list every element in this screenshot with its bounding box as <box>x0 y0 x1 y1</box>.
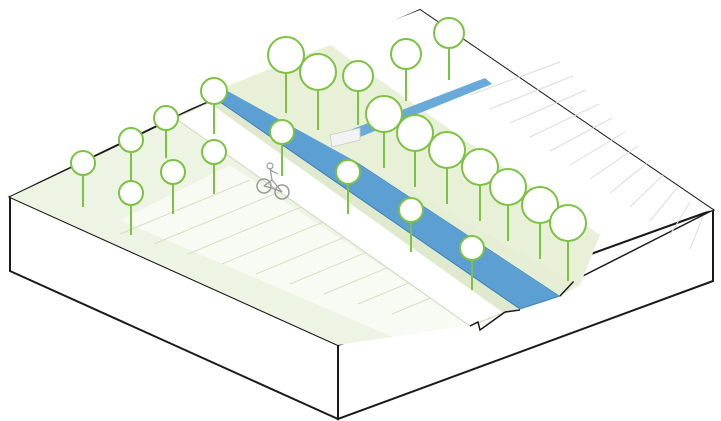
tree-icon <box>365 95 403 168</box>
field-row-line <box>489 75 574 110</box>
green-slope <box>222 45 600 285</box>
tree-icon <box>396 114 434 187</box>
tree-icon <box>269 119 295 176</box>
tree-icon <box>153 105 179 158</box>
bicycle-icon <box>256 162 290 200</box>
field-rows-right <box>469 61 704 250</box>
tree-icon <box>267 36 305 113</box>
tree-icon <box>342 60 374 125</box>
tree-icon <box>549 204 587 281</box>
tree-icon <box>70 150 96 207</box>
upper-terrace <box>222 10 713 285</box>
field-strip-left <box>120 165 470 340</box>
field-row-line <box>609 159 652 194</box>
tree-icon <box>459 235 485 290</box>
field-row-line <box>509 89 587 124</box>
left-field <box>10 112 523 345</box>
field-row-line <box>689 215 704 250</box>
tree-icon <box>521 186 559 259</box>
field-row-line <box>187 199 319 255</box>
terrace-step <box>329 127 361 148</box>
field-row-line <box>649 187 678 222</box>
tree-icon <box>118 180 144 235</box>
tree-icon <box>489 168 527 241</box>
field-row-line <box>549 117 613 152</box>
tree-icon <box>390 38 422 101</box>
tree-icon <box>398 197 424 252</box>
tree-icon <box>461 148 499 221</box>
field-row-line <box>529 103 600 138</box>
field-row-line <box>153 189 285 245</box>
tree-icon <box>201 139 227 194</box>
tree-icon <box>428 131 466 204</box>
tree-icon <box>433 17 465 80</box>
field-row-line <box>629 173 665 208</box>
field-row-line <box>669 201 691 236</box>
tree-icon <box>118 127 144 182</box>
tree-icon <box>160 159 186 214</box>
field-row-line <box>119 179 251 235</box>
trees <box>70 17 587 290</box>
tree-icon <box>335 159 361 214</box>
terrace-top <box>330 10 713 235</box>
tree-icon <box>299 53 337 130</box>
field-row-line <box>569 131 626 166</box>
field-row-line <box>589 145 639 180</box>
tree-icon <box>200 77 228 134</box>
field-row-line <box>469 61 561 96</box>
